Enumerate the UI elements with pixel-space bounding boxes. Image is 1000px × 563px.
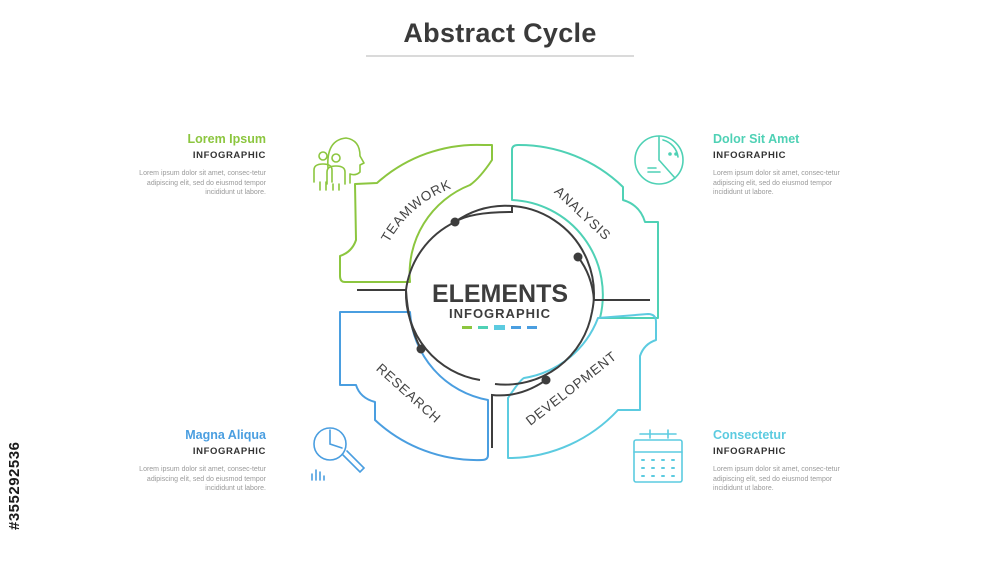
- team-profile-icon: [313, 137, 365, 191]
- block-subheading: INFOGRAPHIC: [713, 446, 787, 457]
- segment-label-teamwork: TEAMWORK: [378, 177, 453, 245]
- block-bottom-right: Consectetur INFOGRAPHIC Lorem ipsum dolo…: [713, 427, 853, 494]
- page-title: Abstract Cycle: [403, 18, 597, 48]
- center-subtitle: INFOGRAPHIC: [449, 306, 551, 321]
- segment-label-analysis: ANALYSIS: [551, 184, 613, 244]
- block-body: Lorem ipsum dolor sit amet, consec-tetur…: [139, 466, 266, 492]
- block-subheading: INFOGRAPHIC: [192, 446, 266, 457]
- block-heading: Dolor Sit Amet: [713, 132, 800, 146]
- segment-development: DEVELOPMENT: [507, 313, 657, 459]
- block-body: Lorem ipsum dolor sit amet, consec-tetur…: [713, 170, 840, 196]
- color-dot-blue-2: [527, 326, 537, 329]
- connector-dot-development: [541, 375, 551, 385]
- connector-dot-teamwork: [450, 217, 460, 227]
- color-dot-cyan: [494, 325, 505, 330]
- magnifier-chart-icon: [311, 427, 366, 481]
- block-heading: Lorem Ipsum: [187, 132, 267, 146]
- connector-dot-research: [416, 344, 426, 354]
- connector-dot-analysis: [573, 252, 583, 262]
- block-body: Lorem ipsum dolor sit amet, consec-tetur…: [139, 170, 266, 196]
- inner-connector: [357, 204, 650, 448]
- calendar-grid: [641, 459, 675, 477]
- color-dot-teal: [478, 326, 488, 329]
- block-body: Lorem ipsum dolor sit amet, consec-tetur…: [713, 466, 840, 492]
- block-heading: Consectetur: [713, 428, 786, 442]
- color-dot-blue: [511, 326, 521, 329]
- color-dot-green: [462, 326, 472, 329]
- block-subheading: INFOGRAPHIC: [192, 150, 266, 161]
- segment-label-development: DEVELOPMENT: [523, 348, 620, 428]
- center-title: ELEMENTS: [432, 280, 568, 308]
- block-top-right: Dolor Sit Amet INFOGRAPHIC Lorem ipsum d…: [713, 131, 853, 198]
- center-color-dots: [462, 325, 537, 330]
- block-heading: Magna Aliqua: [185, 428, 266, 442]
- pie-chart-icon: [634, 135, 684, 185]
- block-bottom-left: Magna Aliqua INFOGRAPHIC Lorem ipsum dol…: [126, 427, 266, 494]
- block-top-left: Lorem Ipsum INFOGRAPHIC Lorem ipsum dolo…: [126, 131, 266, 198]
- calendar-planner-icon: [633, 429, 683, 483]
- block-subheading: INFOGRAPHIC: [713, 150, 787, 161]
- title-underline: [366, 55, 634, 57]
